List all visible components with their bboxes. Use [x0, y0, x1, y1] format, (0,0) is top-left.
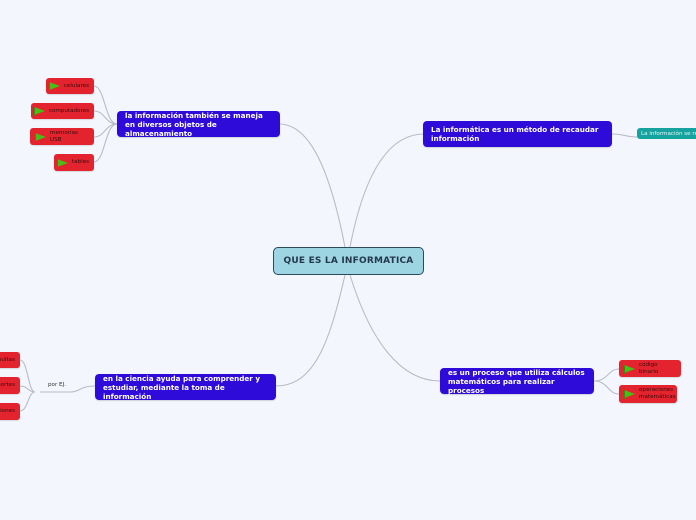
subtopic-resultas[interactable]: esultas [0, 352, 20, 368]
subtopic-label: memorias USB [50, 129, 78, 143]
subtopic-operaciones-matematicas[interactable]: operaciones matemáticas [619, 385, 677, 403]
green-flag-icon [624, 390, 635, 399]
subtopic-iciones[interactable]: iciones [0, 403, 20, 420]
green-flag-icon [48, 82, 60, 91]
topic-process-label: es un proceso que utiliza cálculos matem… [448, 367, 585, 395]
subtopic-informacion[interactable]: La información se re [637, 128, 696, 139]
subtopic-label: celulares [63, 82, 89, 89]
subtopic-label: operaciones matemáticas [639, 387, 676, 400]
green-flag-icon [35, 132, 46, 142]
subtopic-celulares[interactable]: celulares [46, 78, 94, 94]
topic-science-label: en la ciencia ayuda para comprender y es… [103, 373, 261, 401]
subtopic-tables[interactable]: tables [54, 154, 94, 171]
green-flag-icon [624, 364, 635, 374]
topic-process[interactable]: es un proceso que utiliza cálculos matem… [440, 367, 594, 395]
green-flag-icon [56, 158, 68, 168]
central-topic-label: QUE ES LA INFORMATICA [283, 256, 414, 266]
subtopic-computadores[interactable]: computadores [31, 103, 94, 119]
topic-method-label: La informática es un método de recaudar … [431, 125, 599, 143]
topic-storage[interactable]: la información también se maneja en dive… [117, 110, 280, 138]
subtopic-label: esultas [0, 356, 15, 363]
subtopic-label: tables [71, 159, 89, 165]
subtopic-label: La información se re [641, 130, 696, 137]
central-topic[interactable]: QUE ES LA INFORMATICA [273, 247, 424, 275]
topic-method[interactable]: La informática es un método de recaudar … [423, 121, 612, 147]
subtopic-label: código binario [639, 361, 659, 375]
green-flag-icon [33, 107, 45, 116]
subtopic-codigo-binario[interactable]: código binario [619, 360, 681, 377]
topic-science[interactable]: en la ciencia ayuda para comprender y es… [95, 373, 276, 401]
subtopic-memorias-usb[interactable]: memorias USB [30, 128, 94, 145]
subtopic-label: computadores [48, 107, 89, 114]
subtopic-label: iciones [0, 408, 15, 414]
topic-storage-label: la información también se maneja en dive… [125, 110, 263, 138]
connector-label-por-ej: por EJ. [48, 382, 67, 388]
subtopic-reportes[interactable]: portes [0, 377, 20, 394]
subtopic-label: portes [0, 382, 15, 388]
